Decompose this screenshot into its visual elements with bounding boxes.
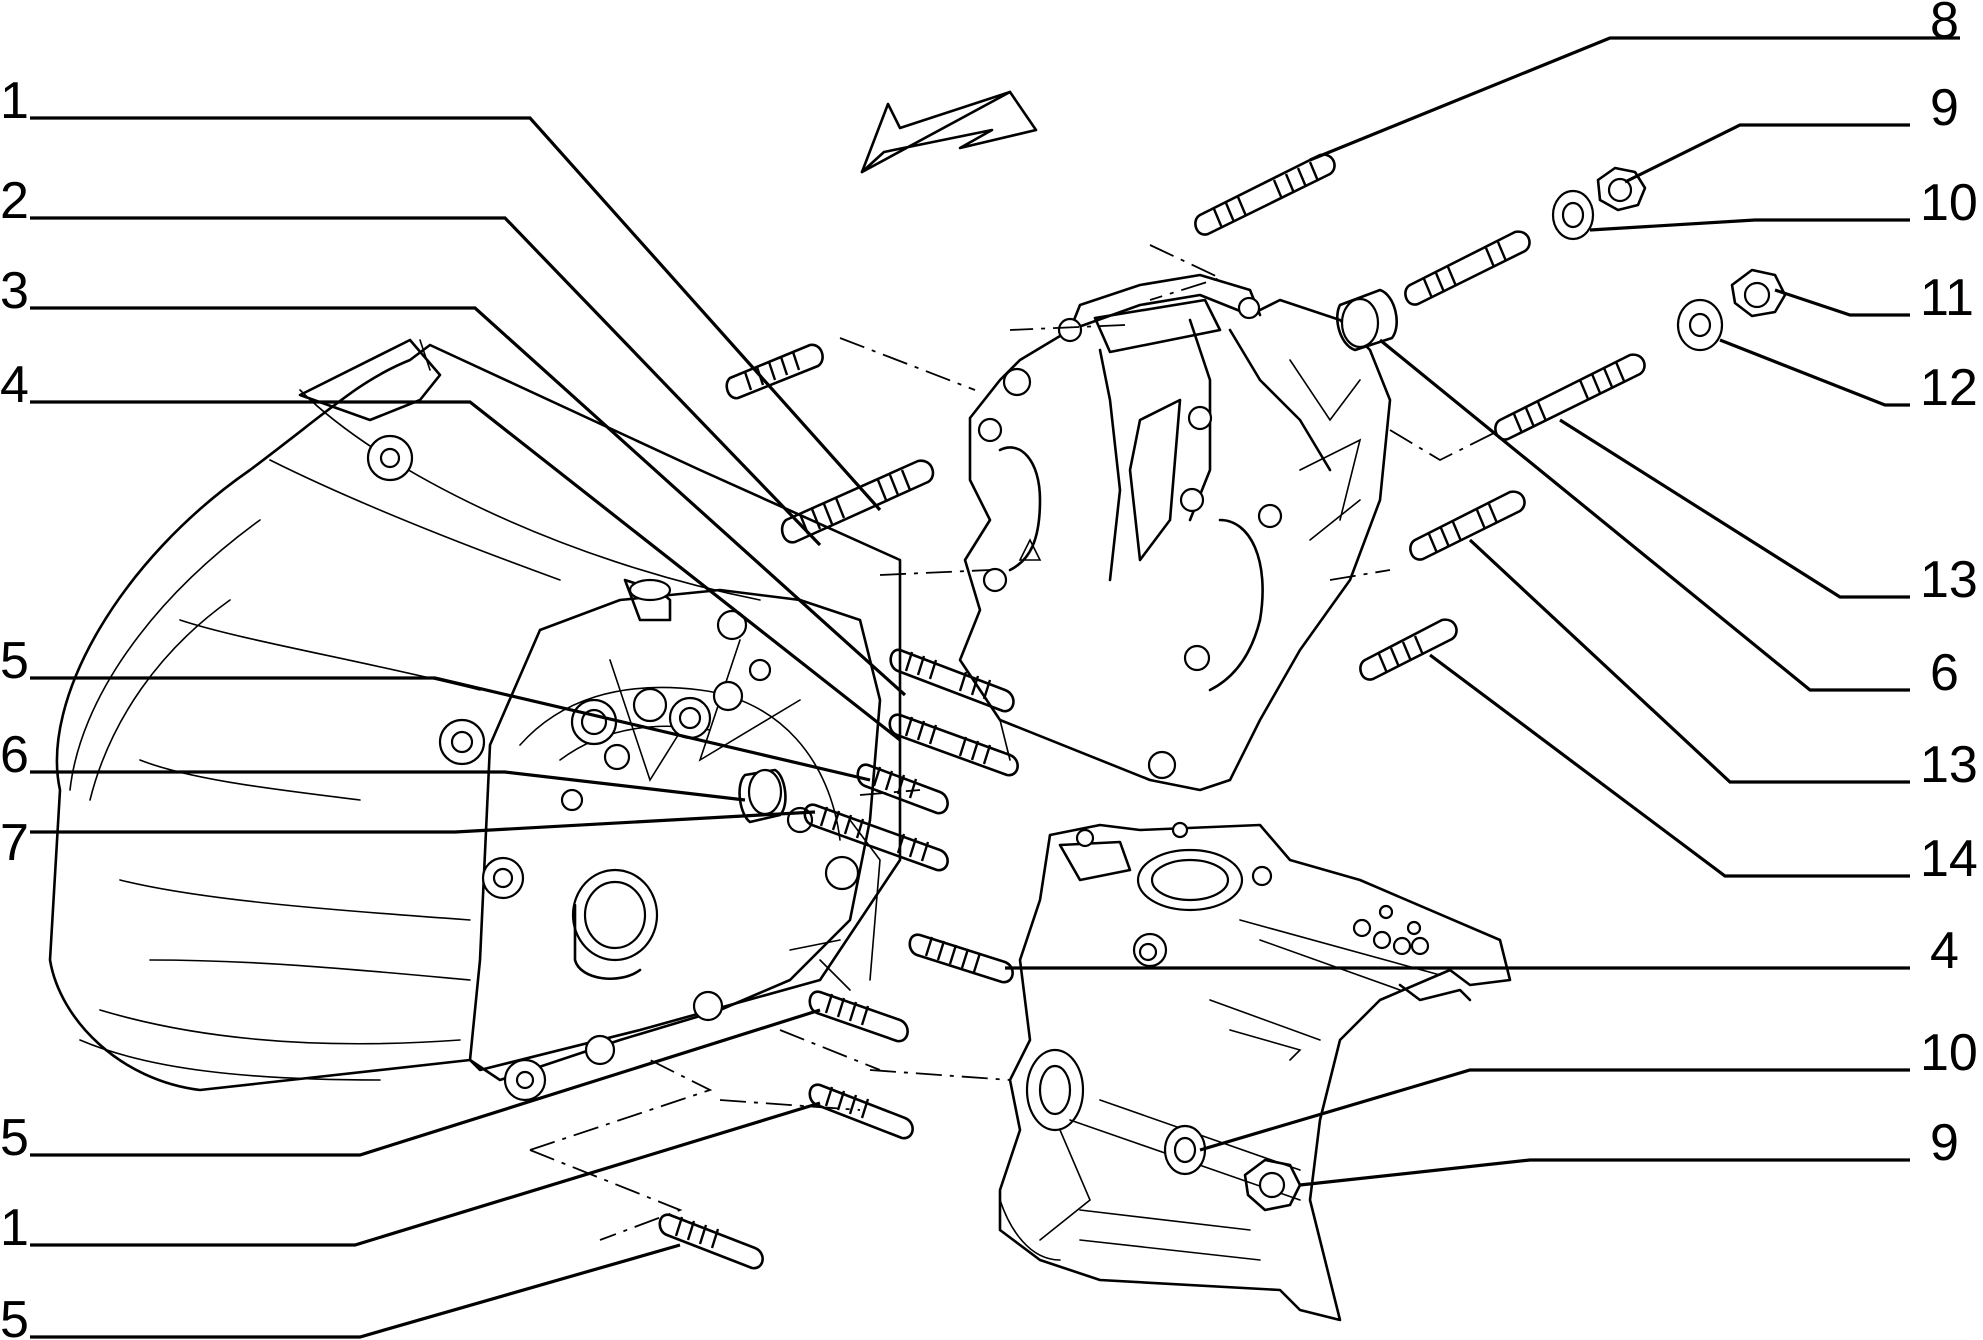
stud-4-lower — [908, 933, 1014, 984]
callout-5: 5 — [0, 632, 29, 690]
callout-4-right: 4 — [1930, 922, 1959, 980]
gearbox-housing-left — [48, 338, 902, 1102]
stud-2-long — [780, 459, 935, 544]
stud-4-upper — [889, 648, 1015, 713]
stud-1-lower — [808, 1083, 914, 1140]
spacer-6-right — [1335, 288, 1398, 352]
callout-11: 11 — [1920, 269, 1974, 327]
stud-5-middle — [808, 990, 909, 1043]
stud-14 — [1359, 618, 1458, 681]
stud-13-upper — [1494, 353, 1646, 441]
callout-7: 7 — [0, 814, 29, 872]
callout-1-lower: 1 — [0, 1199, 29, 1257]
callout-6: 6 — [0, 726, 29, 784]
assembly-centerlines — [529, 244, 1501, 1241]
callout-9-top: 9 — [1930, 79, 1959, 137]
direction-arrow-icon — [860, 90, 1038, 174]
callout-numbers-right: 8 9 10 11 12 13 6 13 14 4 10 9 — [1920, 0, 1978, 1172]
leader-lines — [30, 36, 1960, 1339]
callout-2: 2 — [0, 172, 29, 230]
callout-4: 4 — [0, 356, 29, 414]
callout-14: 14 — [1920, 830, 1978, 888]
callout-12: 12 — [1920, 359, 1978, 417]
stud-5-upper — [856, 763, 949, 815]
callout-1: 1 — [0, 72, 29, 130]
callout-5-middle: 5 — [0, 1109, 29, 1167]
callout-13-lower: 13 — [1920, 736, 1978, 794]
callout-3: 3 — [0, 262, 29, 320]
callout-13-upper: 13 — [1920, 551, 1978, 609]
nut-9-lower — [1243, 1158, 1302, 1212]
stud-13-lower — [1409, 490, 1526, 561]
callout-5-lower: 5 — [0, 1291, 29, 1340]
rear-cover-housing — [958, 273, 1392, 792]
stud-8 — [1194, 153, 1336, 236]
washer-12 — [1676, 298, 1724, 352]
callout-8: 8 — [1930, 0, 1959, 50]
callout-9-lower: 9 — [1930, 1114, 1959, 1172]
nut-11 — [1730, 268, 1787, 318]
washer-10-top — [1551, 189, 1595, 241]
washer-10-lower — [1163, 1124, 1207, 1176]
callout-numbers-left: 1 2 3 4 5 6 7 5 1 5 — [0, 72, 29, 1340]
callout-10-top: 10 — [1920, 174, 1978, 232]
stud-3 — [888, 713, 1019, 777]
nut-9-top — [1596, 166, 1647, 212]
callout-6-right: 6 — [1930, 644, 1959, 702]
callout-10-lower: 10 — [1920, 1024, 1978, 1082]
lower-housing-right — [998, 821, 1512, 1322]
stud-5-lower — [658, 1213, 764, 1270]
stud-upper-right — [1404, 230, 1531, 306]
stud-7 — [803, 803, 949, 872]
